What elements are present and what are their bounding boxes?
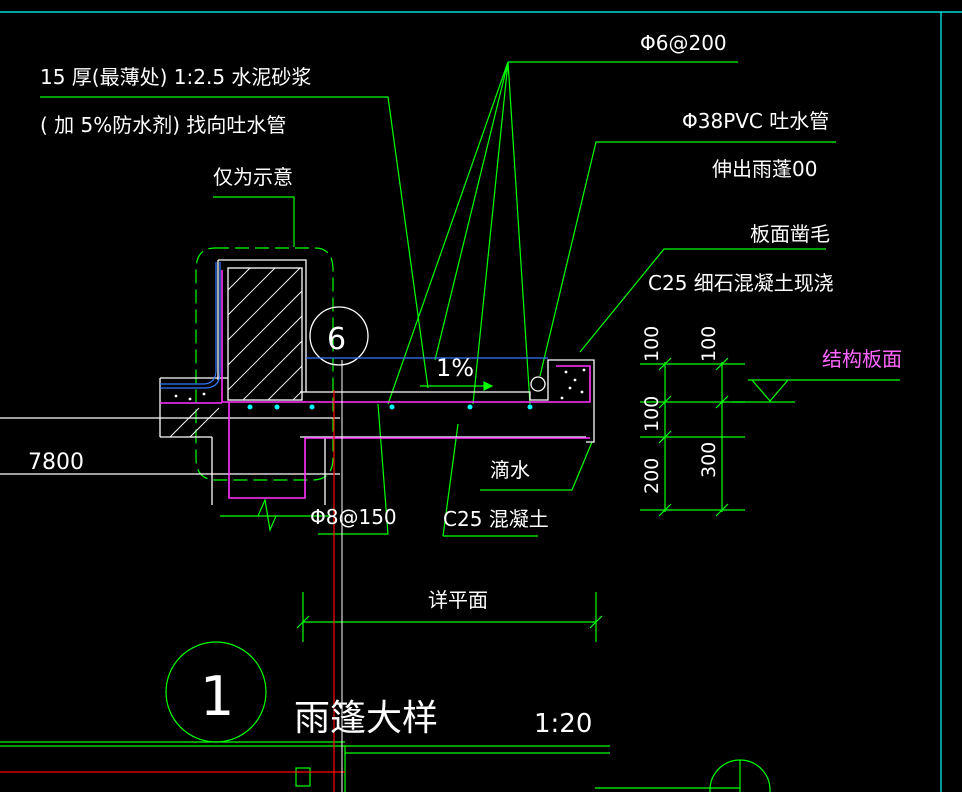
beam-structure: [0, 259, 595, 505]
detail-number: 1: [200, 665, 234, 728]
waterproof-layer: [160, 262, 548, 389]
dim-left-top: 100: [641, 326, 663, 362]
rebar-dots: [247, 404, 533, 410]
slope-label: 1%: [436, 354, 474, 382]
dim-left-bottom: 200: [641, 458, 663, 494]
rebar-bottom-label: Φ8@150: [310, 505, 397, 529]
dim-left-mid: 100: [641, 396, 663, 432]
mortar-note-line1: 15 厚(最薄处) 1:2.5 水泥砂浆: [40, 65, 311, 89]
schematic-note: 仅为示意: [213, 165, 293, 189]
pvc-pipe: [530, 376, 546, 392]
concrete-pour-label: C25 细石混凝土现浇: [648, 271, 834, 295]
parapet-hatch: [169, 267, 303, 438]
drawing-frame: [0, 11, 962, 792]
curb-aggregate: [174, 368, 586, 401]
section-marker-label: 6: [327, 322, 346, 357]
leader-lines: [0, 61, 900, 792]
mortar-note-line2: ( 加 5%防水剂) 找向吐水管: [40, 113, 286, 137]
dim-right-top: 100: [698, 326, 720, 362]
concrete-label: C25 混凝土: [443, 507, 549, 531]
length-mark: 7800: [28, 450, 84, 475]
drawing-title: 雨篷大样: [294, 698, 438, 739]
slab-chisel-label: 板面凿毛: [750, 222, 830, 246]
pvc-pipe-label: Φ38PVC 吐水管: [682, 109, 829, 133]
drip-label: 滴水: [490, 458, 530, 482]
span-note: 详平面: [428, 588, 488, 612]
pvc-extend-label: 伸出雨蓬00: [712, 157, 817, 181]
slope-arrow: [420, 381, 494, 391]
structure-surface-label: 结构板面: [822, 347, 902, 371]
rebar-top-label: Φ6@200: [640, 31, 727, 55]
axis-lines: [0, 390, 345, 792]
drawing-scale: 1:20: [534, 709, 592, 739]
dim-right-total: 300: [698, 442, 720, 478]
rebar: [160, 270, 591, 499]
